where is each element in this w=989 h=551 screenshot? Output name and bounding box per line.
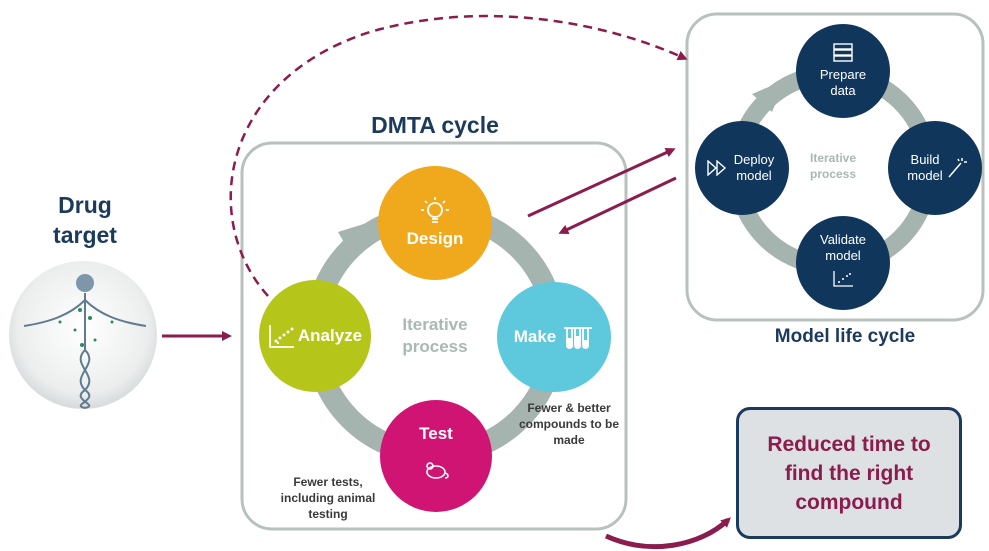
dmta-box (240, 141, 628, 531)
magic-wand-icon (948, 158, 967, 178)
analyze-node[interactable]: Analyze (259, 280, 371, 392)
make-note: Fewer & better compounds to be made (519, 401, 619, 447)
mouse-icon (426, 462, 449, 479)
make-label: Make (513, 327, 557, 346)
model-to-dmta-arrow (558, 176, 677, 234)
dmta-title: DMTA cycle (371, 112, 499, 138)
drug-target-title: Drug target (53, 192, 117, 248)
design-node[interactable]: Design (378, 166, 492, 280)
scatter-chart-icon (833, 271, 853, 287)
design-label: Design (406, 229, 464, 248)
analyze-label: Analyze (297, 326, 363, 345)
figure-particles (58, 308, 114, 347)
dmta-ring-arrowhead (338, 222, 370, 256)
outcome-box: Reduced time to find the right compound (736, 407, 962, 539)
dmta-to-model-arrow (527, 147, 676, 218)
prepare-data-label: Prepare data (819, 67, 867, 98)
prepare-data-node[interactable]: Prepare data (796, 24, 890, 118)
server-icon (833, 43, 853, 62)
test-label: Test (419, 424, 453, 443)
validate-model-node[interactable]: Validate model (796, 216, 890, 310)
build-model-node[interactable]: Build model (888, 121, 982, 215)
deploy-model-label: Deploy model (733, 152, 775, 183)
drug-target-globe (9, 261, 157, 409)
scatter-plot-icon (268, 325, 294, 348)
outcome-text: Reduced time to find the right compound (767, 432, 931, 514)
model-center-label: Iterative process (809, 151, 857, 181)
make-node[interactable]: Make (497, 282, 611, 392)
model-cycle-title: Model life cycle (774, 326, 916, 347)
to-outcome-arrow (604, 517, 731, 550)
model-ring-arrowhead (752, 80, 785, 112)
test-note: Fewer tests, including animal testing (280, 475, 376, 521)
dashed-feedback-arrow (229, 14, 688, 297)
test-tubes-icon (564, 327, 593, 349)
deploy-model-node[interactable]: Deploy model (695, 121, 789, 215)
model-cycle-box (685, 12, 985, 322)
fast-forward-icon (707, 160, 727, 176)
test-node[interactable]: Test (380, 400, 492, 512)
lightbulb-icon (421, 197, 449, 223)
dmta-center-label: Iterative process (402, 315, 468, 356)
validate-model-label: Validate model (819, 232, 866, 263)
build-model-label: Build model (907, 152, 943, 183)
human-dna-figure (23, 274, 147, 409)
